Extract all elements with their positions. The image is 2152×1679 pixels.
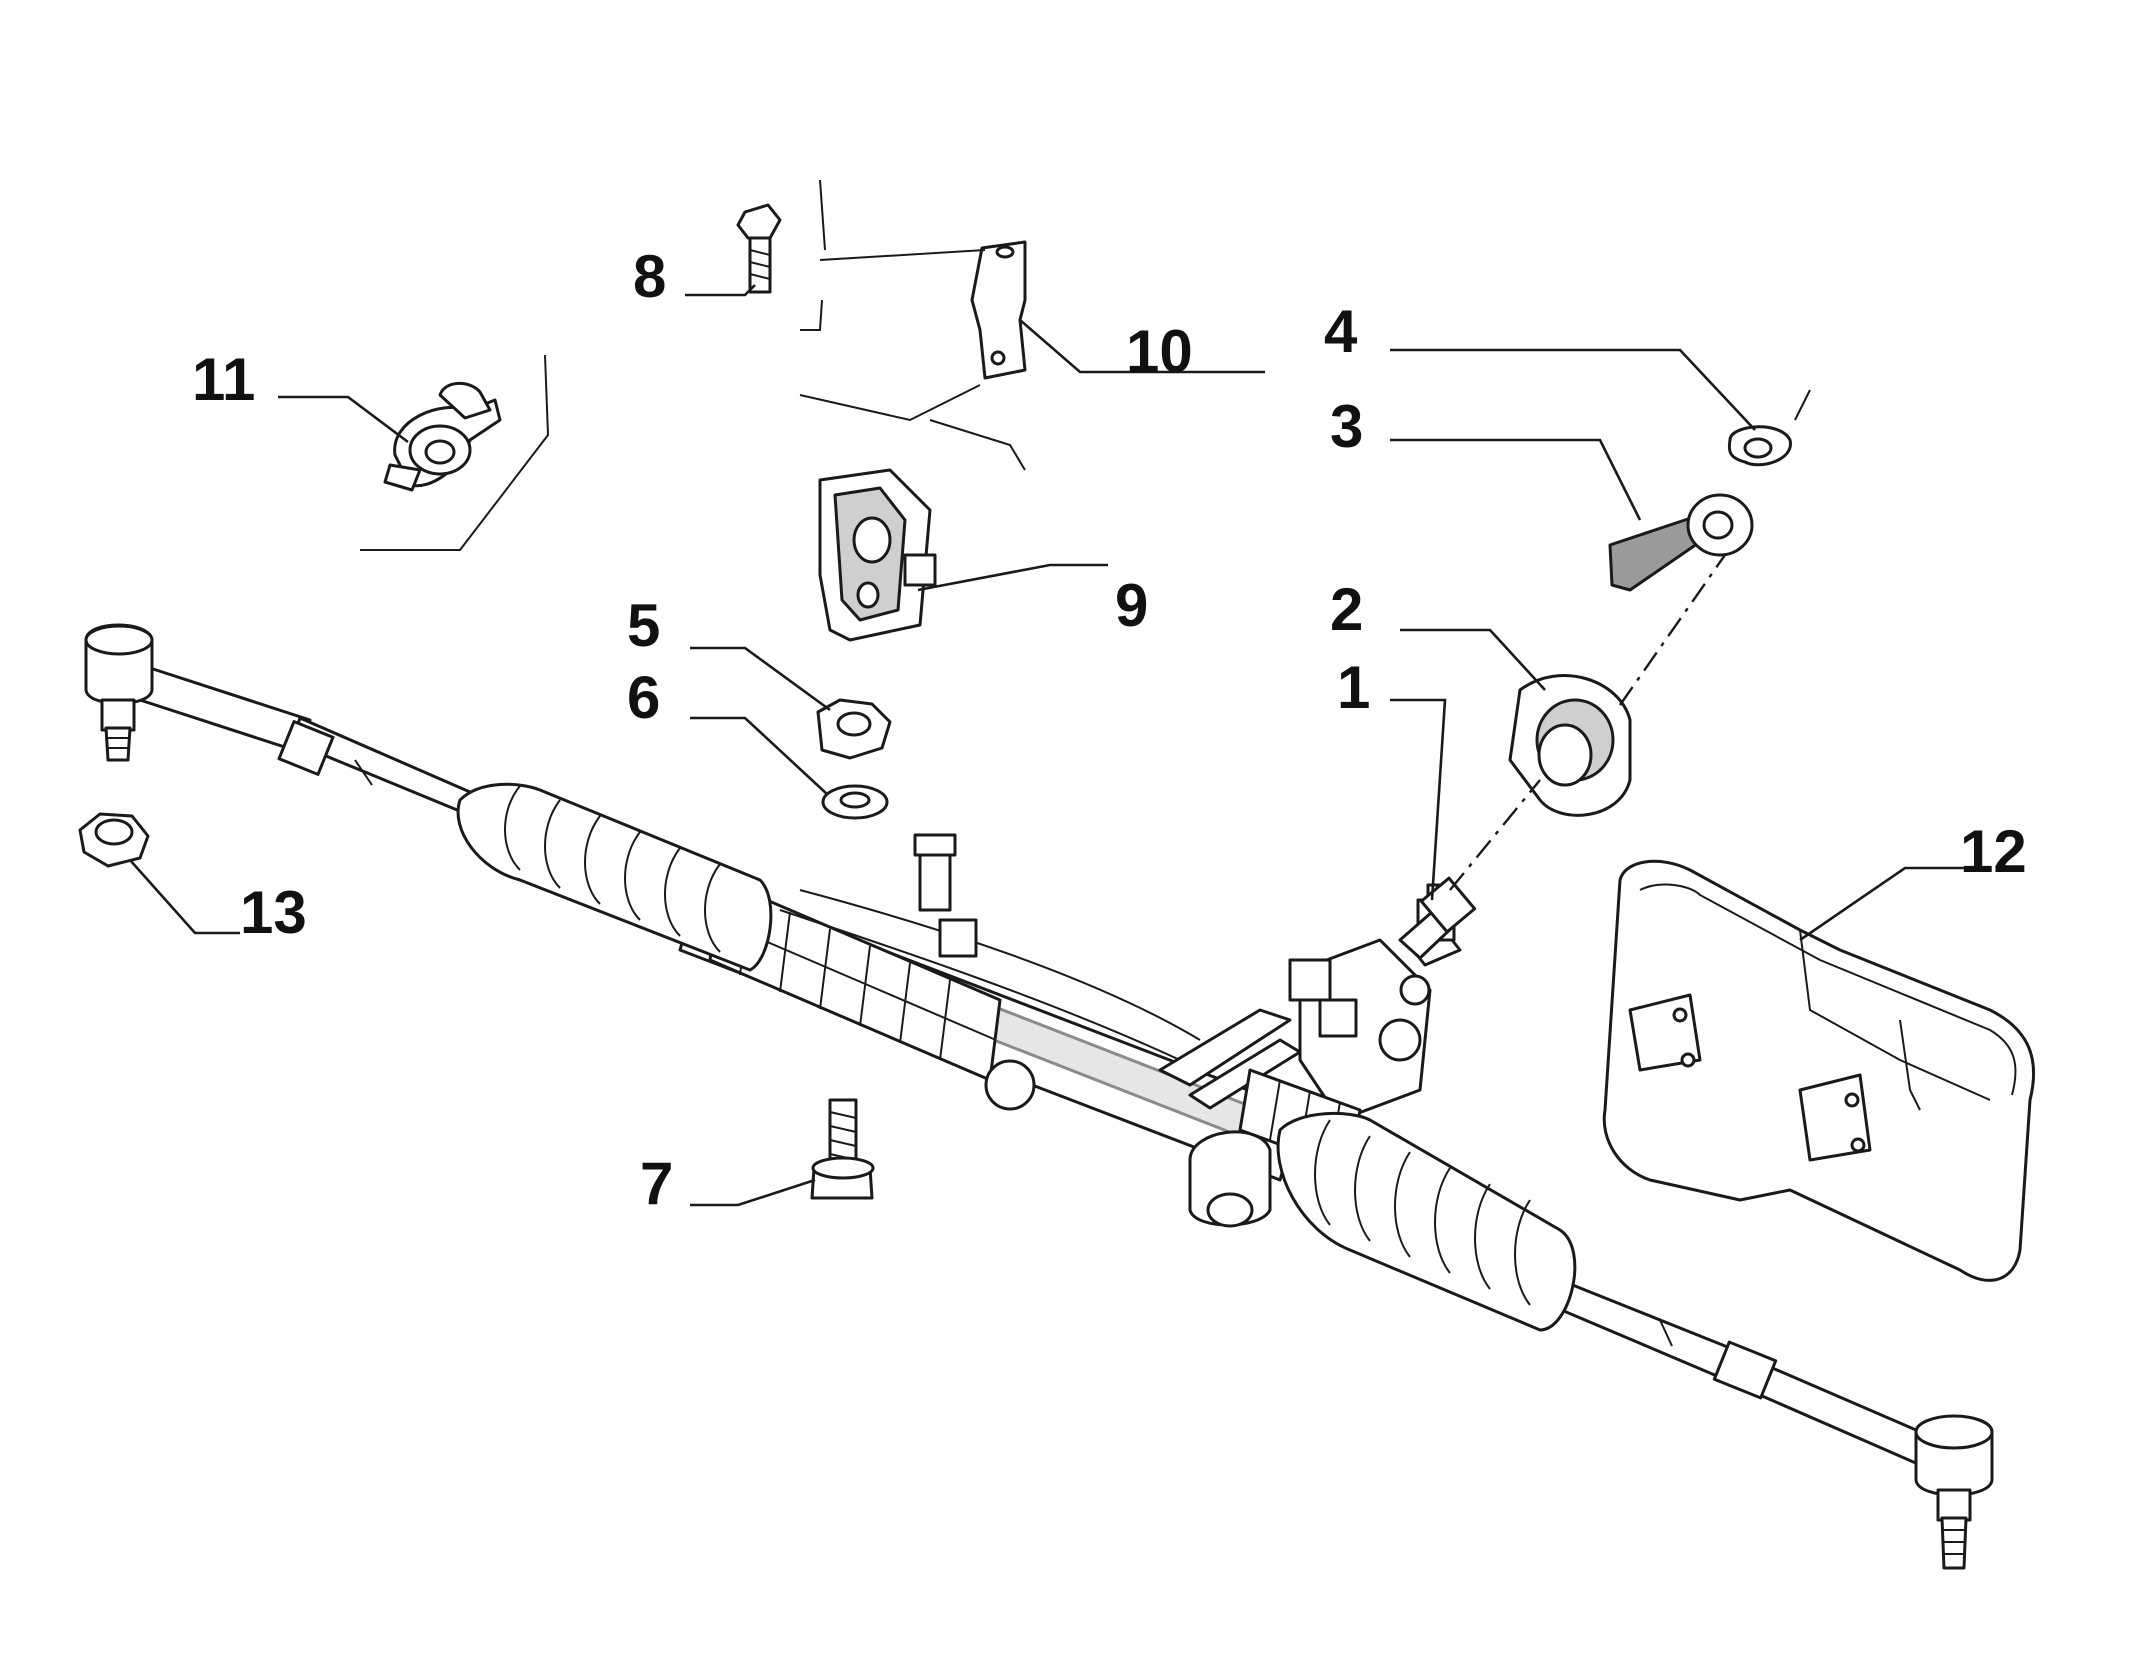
rack-boot-left bbox=[456, 782, 773, 972]
assembly-axis-line bbox=[1449, 779, 1541, 891]
bolt-8 bbox=[736, 203, 782, 294]
assembly-axis-line-upper bbox=[1619, 554, 1726, 706]
nut-5 bbox=[816, 698, 892, 760]
seal-plate bbox=[1508, 674, 1632, 817]
callout-12: 12 bbox=[1960, 818, 2027, 885]
steering-rack-housing bbox=[678, 833, 1462, 1228]
pinion-input-shaft bbox=[1398, 876, 1477, 960]
rack-boot-right bbox=[1276, 1112, 1577, 1332]
tie-rod-end-left bbox=[84, 623, 154, 762]
tie-rod-end-right bbox=[1914, 1414, 1994, 1570]
heat-shield-12 bbox=[1602, 859, 2036, 1282]
callout-labels: 1 2 3 4 5 6 7 8 9 10 11 12 13 bbox=[192, 243, 2027, 1217]
callout-2: 2 bbox=[1330, 576, 1363, 643]
reference-lines bbox=[360, 179, 1811, 551]
callout-3: 3 bbox=[1330, 393, 1363, 460]
bolt-7 bbox=[810, 1098, 875, 1200]
callout-11: 11 bbox=[192, 346, 255, 413]
callout-13: 13 bbox=[240, 879, 307, 946]
bracket-9 bbox=[818, 468, 937, 642]
callout-4: 4 bbox=[1324, 298, 1358, 365]
callout-7: 7 bbox=[640, 1150, 673, 1217]
tie-rod-left bbox=[138, 666, 472, 814]
callout-6: 6 bbox=[627, 664, 660, 731]
circlip bbox=[1727, 425, 1792, 467]
nut-13 bbox=[78, 812, 150, 868]
steering-lever bbox=[1608, 493, 1754, 592]
washer-6 bbox=[821, 784, 889, 820]
callout-1: 1 bbox=[1337, 654, 1370, 721]
leader-lines bbox=[129, 284, 1980, 1207]
callout-8: 8 bbox=[633, 243, 666, 310]
callout-5: 5 bbox=[627, 592, 660, 659]
clamp-10 bbox=[970, 240, 1027, 380]
callout-10: 10 bbox=[1126, 318, 1193, 385]
callout-9: 9 bbox=[1115, 572, 1148, 639]
tie-rod-right bbox=[1550, 1278, 1932, 1466]
clip-11 bbox=[383, 381, 502, 492]
